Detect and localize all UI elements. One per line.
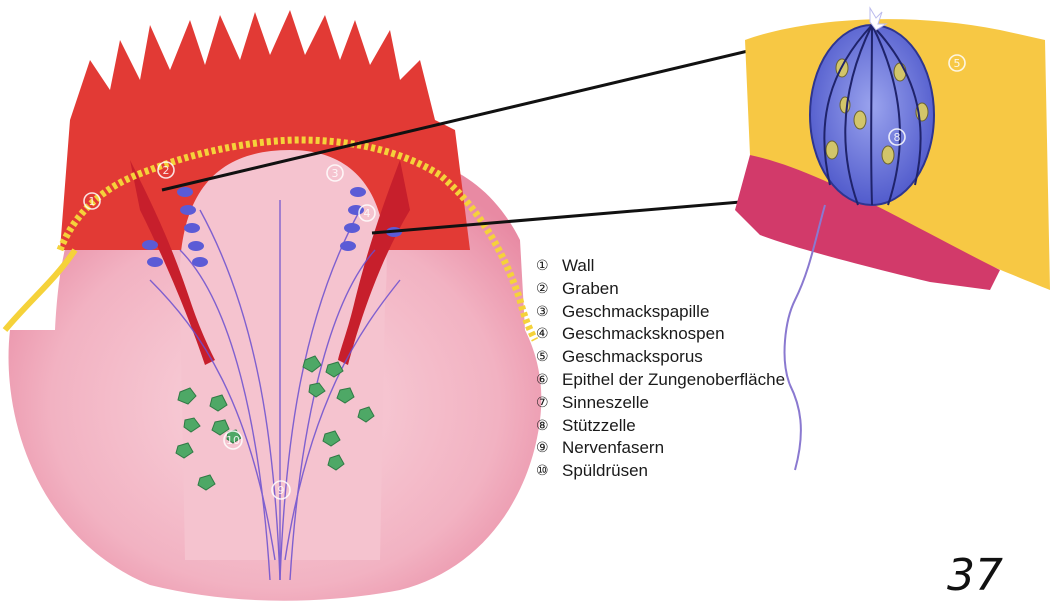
legend-label: Wall — [562, 255, 594, 278]
legend-number: ⑤ — [536, 346, 562, 369]
legend-number: ⑨ — [536, 437, 562, 460]
marker-papille-text: 3 — [332, 167, 339, 180]
marker-knospen-text: 4 — [364, 207, 371, 220]
legend-label: Nervenfasern — [562, 437, 664, 460]
legend-number: ① — [536, 255, 562, 278]
marker-spueldruesen-text: 10 — [226, 434, 240, 447]
papilla-cross-section — [5, 10, 541, 601]
legend-number: ⑦ — [536, 392, 562, 415]
legend-number: ⑩ — [536, 460, 562, 483]
legend-label: Graben — [562, 278, 619, 301]
legend-label: Epithel der Zungenoberfläche — [562, 369, 785, 392]
legend-label: Geschmacksknospen — [562, 323, 725, 346]
legend-number: ⑧ — [536, 415, 562, 438]
legend-number: ② — [536, 278, 562, 301]
page-number: 37 — [947, 550, 1003, 601]
marker-stuetzzelle-text: 8 — [894, 131, 901, 144]
legend-label: Sinneszelle — [562, 392, 649, 415]
legend-label: Geschmacksporus — [562, 346, 703, 369]
legend-number: ⑥ — [536, 369, 562, 392]
marker-wall-text: 1 — [89, 195, 96, 208]
marker-nervenfasern-text: 9 — [278, 484, 285, 497]
legend-label: Stützzelle — [562, 415, 636, 438]
legend-label: Spüldrüsen — [562, 460, 648, 483]
legend-number: ③ — [536, 301, 562, 324]
legend-number: ④ — [536, 323, 562, 346]
marker-porus-text: 5 — [954, 57, 961, 70]
marker-graben-text: 2 — [163, 164, 170, 177]
marker-spueldruesen: 10 — [224, 431, 242, 449]
legend-label: Geschmackspapille — [562, 301, 709, 324]
